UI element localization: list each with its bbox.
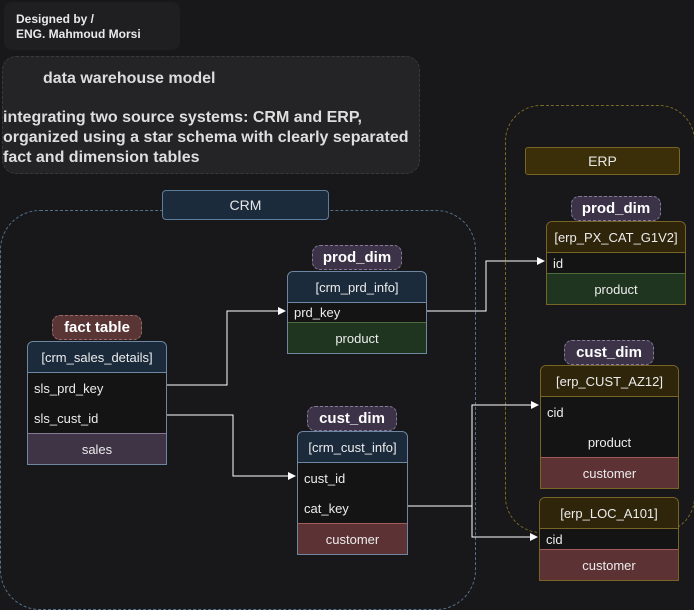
field-id[interactable]: id: [547, 253, 685, 273]
field-sls-prd-key[interactable]: sls_prd_key: [28, 373, 166, 403]
erp-prod-dim-tag: prod_dim: [571, 196, 661, 221]
field-sls-cust-id[interactable]: sls_cust_id: [28, 403, 166, 433]
table-footer-customer: customer: [541, 457, 678, 488]
table-header[interactable]: [erp_CUST_AZ12]: [541, 366, 678, 397]
field-product[interactable]: product: [541, 427, 678, 457]
table-crm-sales-details[interactable]: [crm_sales_details] sls_prd_key sls_cust…: [27, 341, 167, 465]
table-header[interactable]: [erp_PX_CAT_G1V2]: [547, 222, 685, 253]
field-cust-id[interactable]: cust_id: [298, 463, 407, 493]
field-cid[interactable]: cid: [541, 397, 678, 427]
description-title: data warehouse model: [43, 70, 216, 87]
table-footer-customer: customer: [540, 549, 678, 580]
table-footer-customer: customer: [298, 523, 407, 554]
crm-prod-dim-tag: prod_dim: [312, 245, 402, 270]
erp-group-label[interactable]: ERP: [525, 147, 680, 175]
table-header[interactable]: [crm_sales_details]: [28, 342, 166, 373]
field-cid[interactable]: cid: [540, 529, 678, 549]
table-erp-cust-az12[interactable]: [erp_CUST_AZ12] cid product customer: [540, 365, 679, 489]
designer-credit: Designed by / ENG. Mahmoud Morsi: [16, 12, 141, 42]
field-prd-key[interactable]: prd_key: [288, 303, 426, 322]
table-erp-px-cat-g1v2[interactable]: [erp_PX_CAT_G1V2] id product: [546, 221, 686, 305]
crm-group-label[interactable]: CRM: [162, 190, 329, 220]
credit-line-1: Designed by /: [16, 12, 95, 26]
table-crm-cust-info[interactable]: [crm_cust_info] cust_id cat_key customer: [297, 431, 408, 555]
credit-panel: [4, 2, 180, 50]
description-panel: [2, 56, 420, 174]
table-crm-prd-info[interactable]: [crm_prd_info] prd_key product: [287, 271, 427, 354]
erp-cust-dim-tag: cust_dim: [564, 340, 654, 365]
table-footer-product: product: [547, 273, 685, 304]
credit-line-2: ENG. Mahmoud Morsi: [16, 27, 141, 41]
field-cat-key[interactable]: cat_key: [298, 493, 407, 523]
table-header[interactable]: [crm_cust_info]: [298, 432, 407, 463]
table-header[interactable]: [crm_prd_info]: [288, 272, 426, 303]
fact-table-tag: fact table: [52, 315, 142, 340]
table-footer-sales: sales: [28, 433, 166, 464]
table-erp-loc-a101[interactable]: [erp_LOC_A101] cid customer: [539, 497, 679, 581]
description-body: integrating two source systems: CRM and …: [3, 109, 409, 166]
table-footer-product: product: [288, 322, 426, 353]
crm-cust-dim-tag: cust_dim: [307, 406, 397, 431]
table-header[interactable]: [erp_LOC_A101]: [540, 498, 678, 529]
